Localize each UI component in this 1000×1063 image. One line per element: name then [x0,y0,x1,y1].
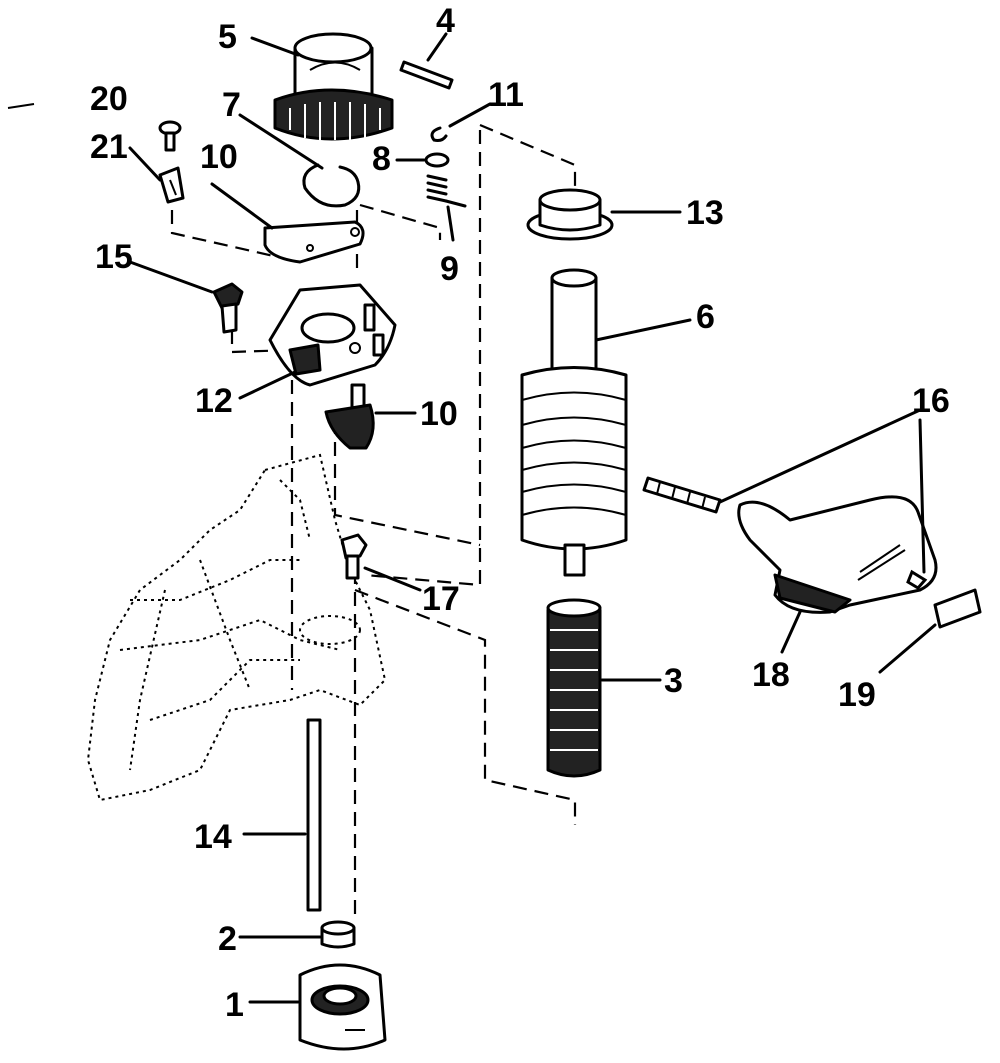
label-1: 1 [225,986,244,1024]
part-8-washer [424,152,450,168]
part-3-recoil-spring [546,598,602,778]
label-13: 13 [686,194,724,232]
part-13-bushing [526,188,614,241]
part-10-lever [263,220,365,264]
label-16: 16 [912,382,950,420]
part-12-bracket [268,283,397,387]
part-15-bolt [212,282,244,334]
label-18: 18 [752,656,790,694]
label-14: 14 [194,818,232,856]
housing-outline [86,453,387,802]
label-21: 21 [90,128,128,166]
label-9: 9 [440,250,459,288]
part-17-bolt [340,533,368,580]
part-4-pin [399,60,454,90]
part-18-handle [737,495,938,614]
part-5-gear [273,32,394,141]
part-16-knot [906,569,928,590]
label-4: 4 [436,2,455,40]
alignment-lines [170,123,577,920]
label-5: 5 [218,18,237,56]
label-6: 6 [696,298,715,336]
part-10-cam [324,383,375,450]
part-16-rope [642,476,722,514]
part-14-shaft [306,718,322,912]
margin-mark [7,103,35,109]
label-7: 7 [222,86,241,124]
part-19-insert [933,588,982,629]
part-2-bushing [320,920,356,949]
leader-lines [128,32,937,1004]
part-21-clip [158,166,185,204]
label-12: 12 [195,382,233,420]
part-9-spring [426,174,467,208]
label-15: 15 [95,238,133,276]
label-2: 2 [218,920,237,958]
label-19: 19 [838,676,876,714]
part-20-screw [158,120,182,152]
callout-labels: 5 4 20 7 11 21 10 8 13 15 9 6 12 10 16 1… [90,2,950,1024]
label-3: 3 [664,662,683,700]
label-8: 8 [372,140,391,178]
label-11: 11 [488,76,524,114]
label-20: 20 [90,80,128,118]
part-11-e-ring [430,126,448,142]
label-10-upper: 10 [200,138,238,176]
label-10-lower: 10 [420,395,458,433]
part-6-pulley [520,268,628,577]
part-7-spring-clip [302,163,361,208]
label-17: 17 [422,580,460,618]
part-1-housing [298,963,387,1051]
